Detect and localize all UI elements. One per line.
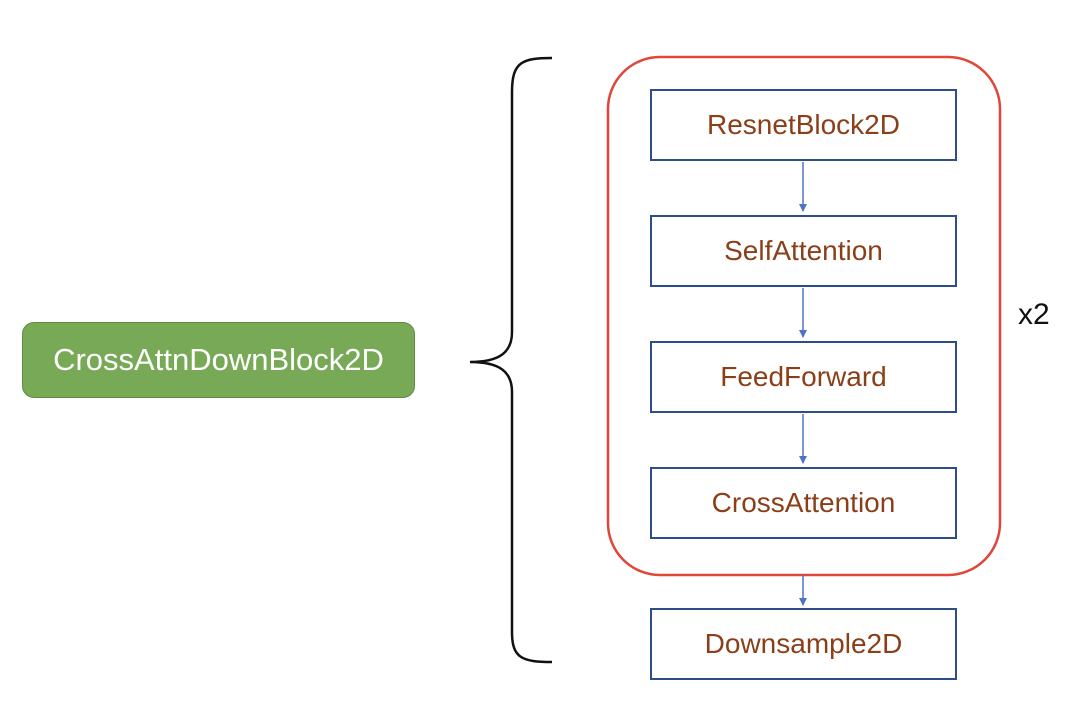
resnetblock2d-label: ResnetBlock2D: [707, 109, 900, 140]
feedforward-node: FeedForward: [650, 341, 957, 413]
repeat-group-frame: [606, 55, 1002, 577]
curly-brace: [469, 56, 553, 664]
resnetblock2d-node: ResnetBlock2D: [650, 89, 957, 161]
crossattention-label: CrossAttention: [711, 487, 896, 518]
downsample2d-label: Downsample2D: [704, 628, 903, 659]
selfattention-node: SelfAttention: [650, 215, 957, 287]
downsample2d-node: Downsample2D: [650, 608, 957, 680]
repeat-count-label: x2: [1018, 298, 1050, 331]
crossattn-downblock2d-node: CrossAttnDownBlock2D: [22, 322, 415, 398]
selfattention-label: SelfAttention: [724, 235, 883, 266]
feedforward-label: FeedForward: [720, 361, 887, 392]
crossattention-node: CrossAttention: [650, 467, 957, 539]
crossattn-downblock2d-label: CrossAttnDownBlock2D: [53, 342, 384, 377]
